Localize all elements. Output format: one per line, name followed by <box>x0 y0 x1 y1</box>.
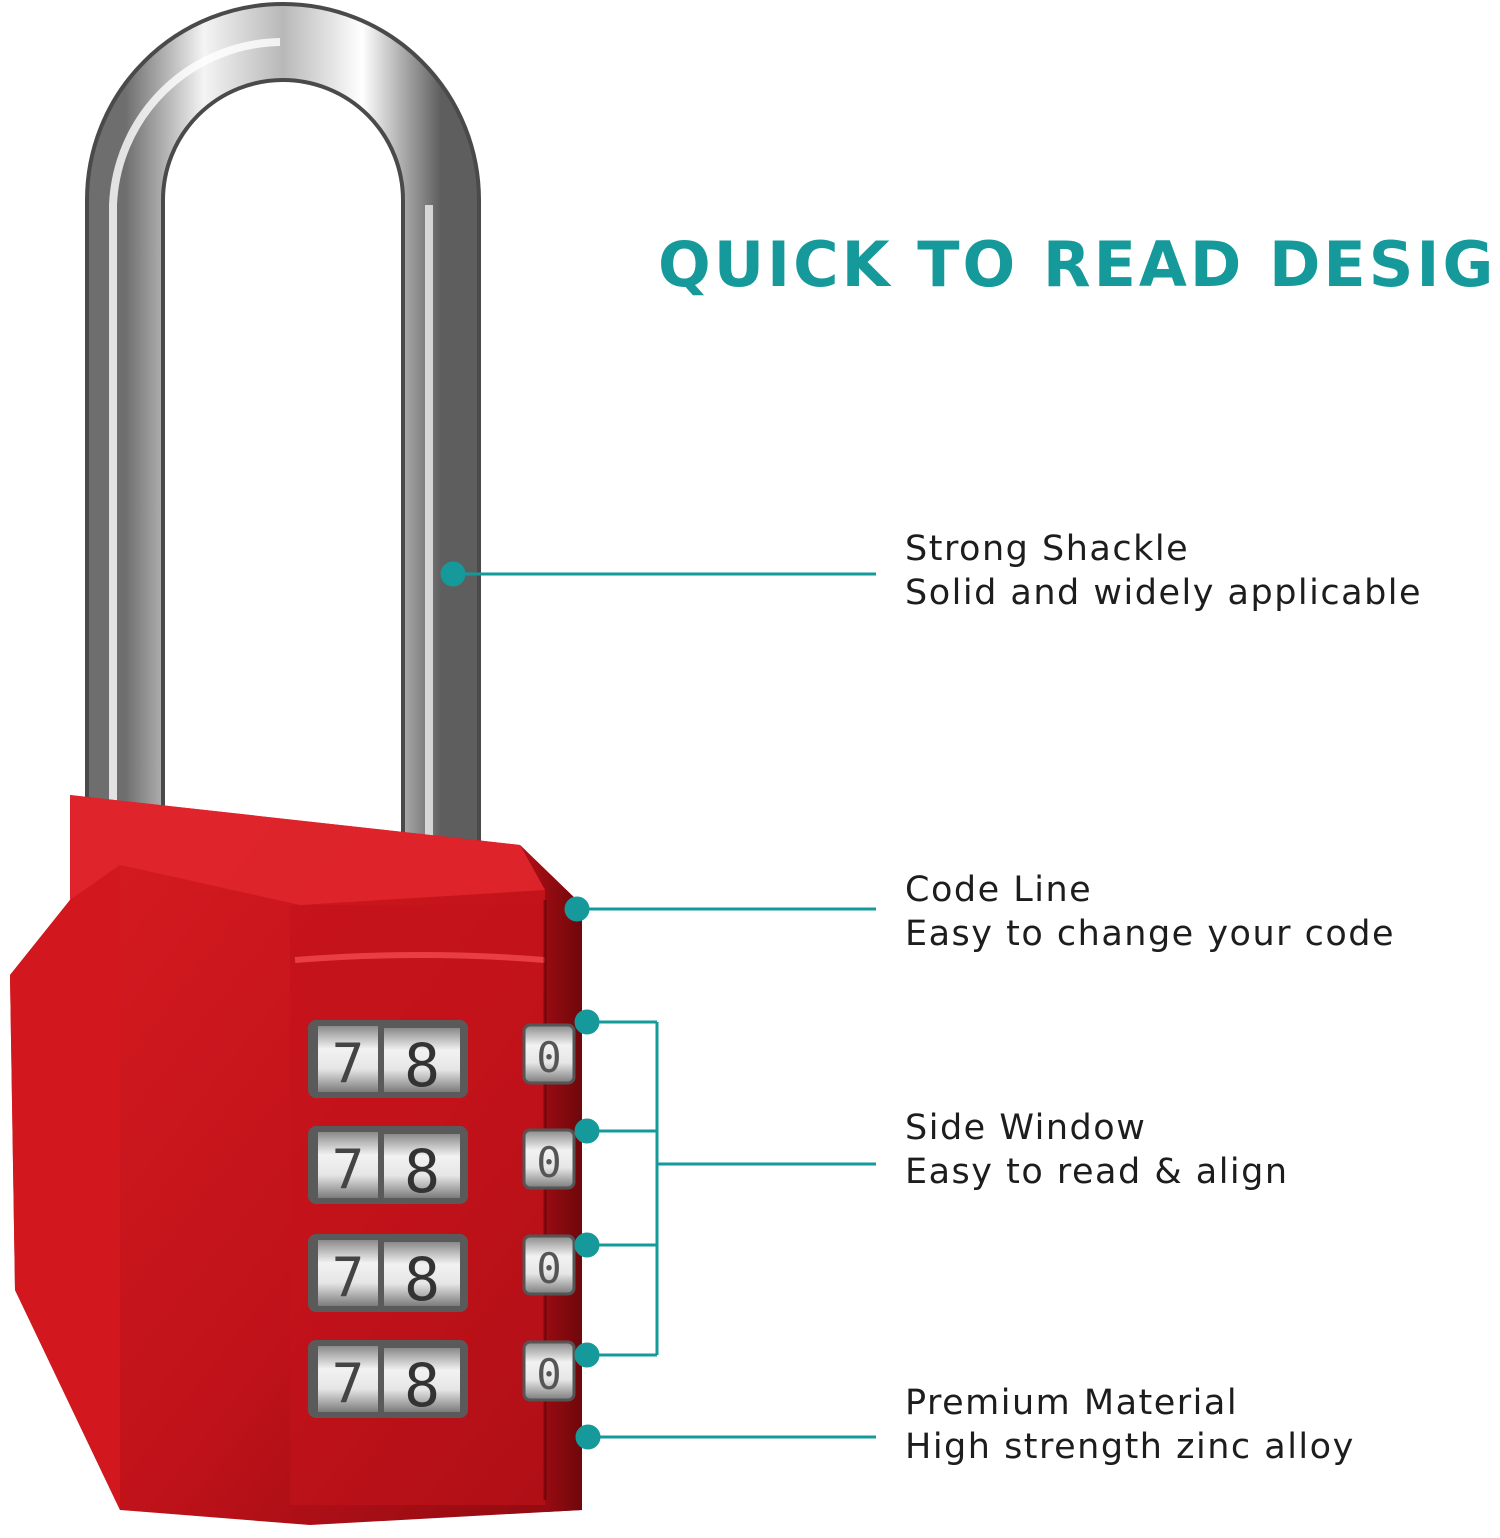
lock-body <box>10 795 582 1525</box>
shackle <box>85 2 481 860</box>
dial-row-3[interactable]: 7 8 0 <box>308 1234 576 1315</box>
dial-row-1[interactable]: 7 8 0 <box>308 1020 576 1101</box>
side-window-digit: 0 <box>536 1350 561 1399</box>
dial-digit: 7 <box>332 1352 365 1415</box>
feature-title: Side Window <box>905 1108 1147 1148</box>
callout-material <box>575 1424 876 1450</box>
dial-digit: 8 <box>404 1351 440 1421</box>
dial-digit: 7 <box>332 1138 365 1201</box>
headline: QUICK TO READ DESIGN <box>658 228 1500 301</box>
side-window-digit: 0 <box>536 1244 561 1293</box>
feature-title: Premium Material <box>905 1383 1239 1423</box>
callout-lines <box>440 561 876 1450</box>
feature-strong-shackle: Strong Shackle Solid and widely applicab… <box>905 527 1495 615</box>
dial-digit: 7 <box>332 1246 365 1309</box>
side-window-digit: 0 <box>536 1033 561 1082</box>
callout-side-window <box>574 1009 876 1368</box>
dial-row-4[interactable]: 7 8 0 <box>308 1340 576 1421</box>
feature-subtitle: High strength zinc alloy <box>905 1427 1355 1467</box>
feature-title: Code Line <box>905 870 1093 910</box>
side-window-digit: 0 <box>536 1138 561 1187</box>
callout-code-line <box>564 896 876 922</box>
feature-subtitle: Easy to read & align <box>905 1152 1289 1192</box>
dial-digit: 7 <box>332 1032 365 1095</box>
dial-digit: 8 <box>404 1137 440 1207</box>
feature-side-window: Side Window Easy to read & align <box>905 1106 1495 1194</box>
dial-row-2[interactable]: 7 8 0 <box>308 1126 576 1207</box>
callout-shackle <box>440 561 876 587</box>
feature-title: Strong Shackle <box>905 529 1190 569</box>
dial-digit: 8 <box>404 1245 440 1315</box>
dial-digit: 8 <box>404 1031 440 1101</box>
feature-premium-material: Premium Material High strength zinc allo… <box>905 1381 1495 1469</box>
feature-subtitle: Easy to change your code <box>905 914 1396 954</box>
feature-code-line: Code Line Easy to change your code <box>905 868 1495 956</box>
feature-subtitle: Solid and widely applicable <box>905 573 1423 613</box>
